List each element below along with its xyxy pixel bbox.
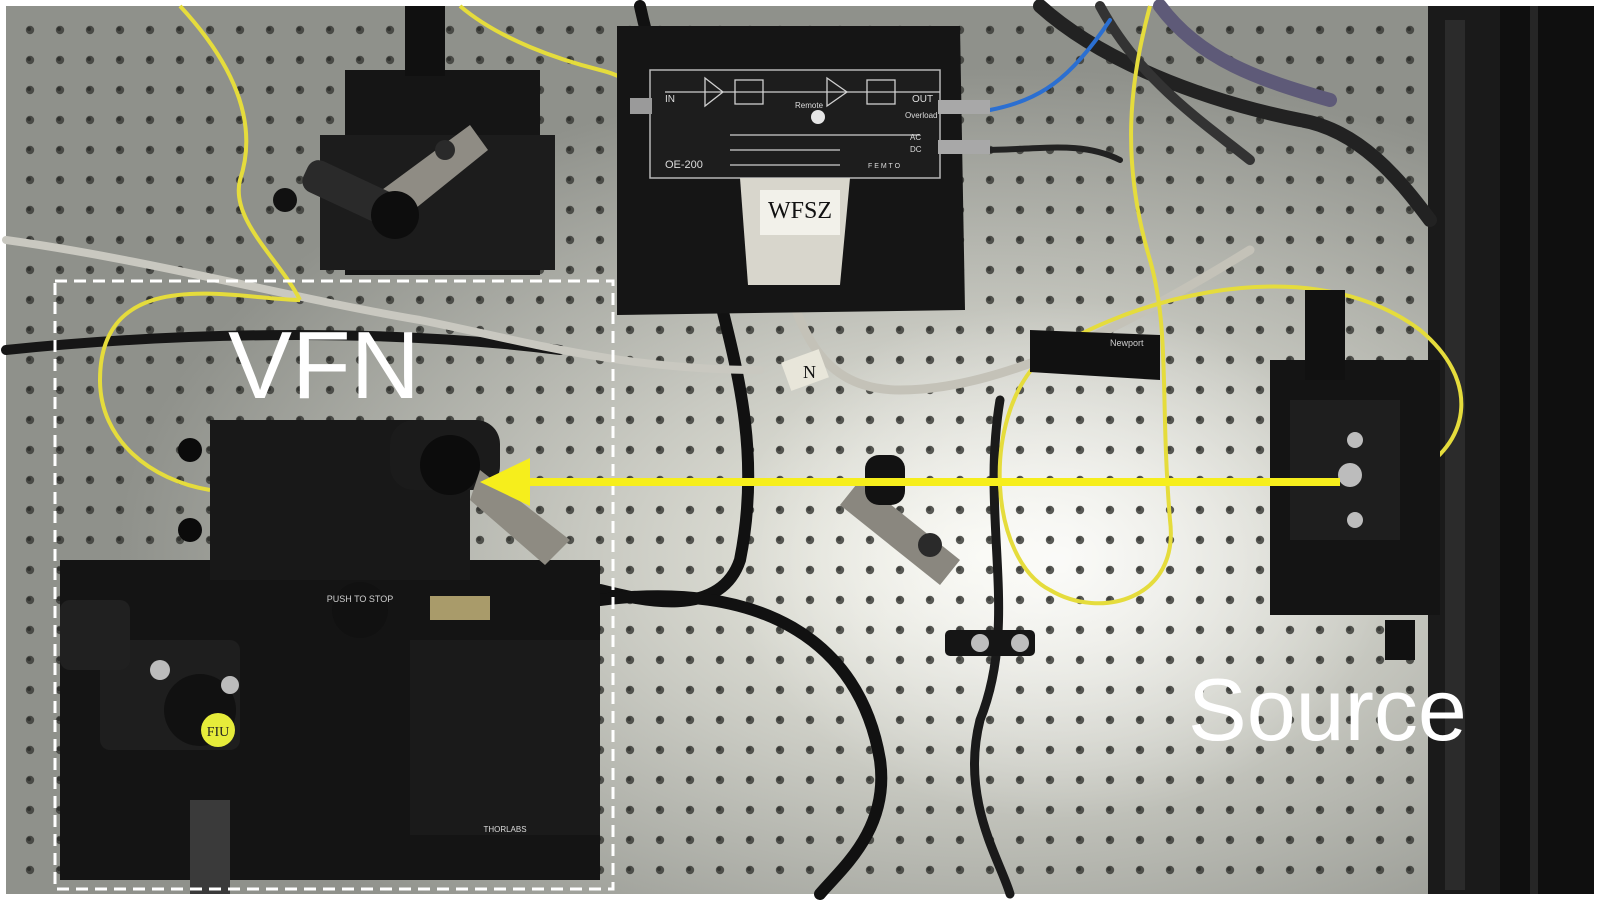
amplifier-overload-label: Overload bbox=[905, 111, 937, 120]
tape-tag-label: N bbox=[803, 362, 816, 382]
amplifier-in-label: IN bbox=[665, 94, 675, 105]
fiu-sticker-label: FIU bbox=[207, 725, 230, 740]
thorlabs-label: THORLABS bbox=[483, 825, 526, 834]
amplifier-plate: IN OUT Remote Overload AC DC OE-200 F E … bbox=[617, 26, 990, 315]
vfn-assembly: FIU PUSH TO STOP THORLABS bbox=[60, 420, 600, 894]
amplifier-brand-label: F E M T O bbox=[868, 163, 901, 170]
amplifier-remote-label: Remote bbox=[795, 101, 824, 110]
source-label: Source bbox=[1188, 660, 1467, 759]
beam-direction-arrow bbox=[480, 458, 1340, 506]
fiber-collimator-mount bbox=[273, 6, 555, 275]
newport-label: Newport bbox=[1110, 338, 1144, 348]
enclosure-frame bbox=[1428, 6, 1594, 894]
amplifier-ac-label: AC bbox=[910, 133, 921, 142]
fiber-bracket: Newport bbox=[1030, 330, 1160, 380]
db25-cable: WFSZ N bbox=[740, 178, 850, 391]
vfn-label: VFN bbox=[228, 312, 420, 419]
amplifier-dc-label: DC bbox=[910, 145, 922, 154]
amplifier-model-label: OE-200 bbox=[665, 159, 703, 171]
stop-button-label: PUSH TO STOP bbox=[327, 594, 394, 604]
amplifier-out-label: OUT bbox=[912, 94, 933, 105]
vfn-highlight-box bbox=[53, 279, 615, 891]
cables bbox=[1, 0, 1437, 900]
fiu-sticker bbox=[201, 713, 235, 747]
cable-tag-label: WFSZ bbox=[768, 198, 832, 224]
source-stage bbox=[1270, 290, 1440, 660]
